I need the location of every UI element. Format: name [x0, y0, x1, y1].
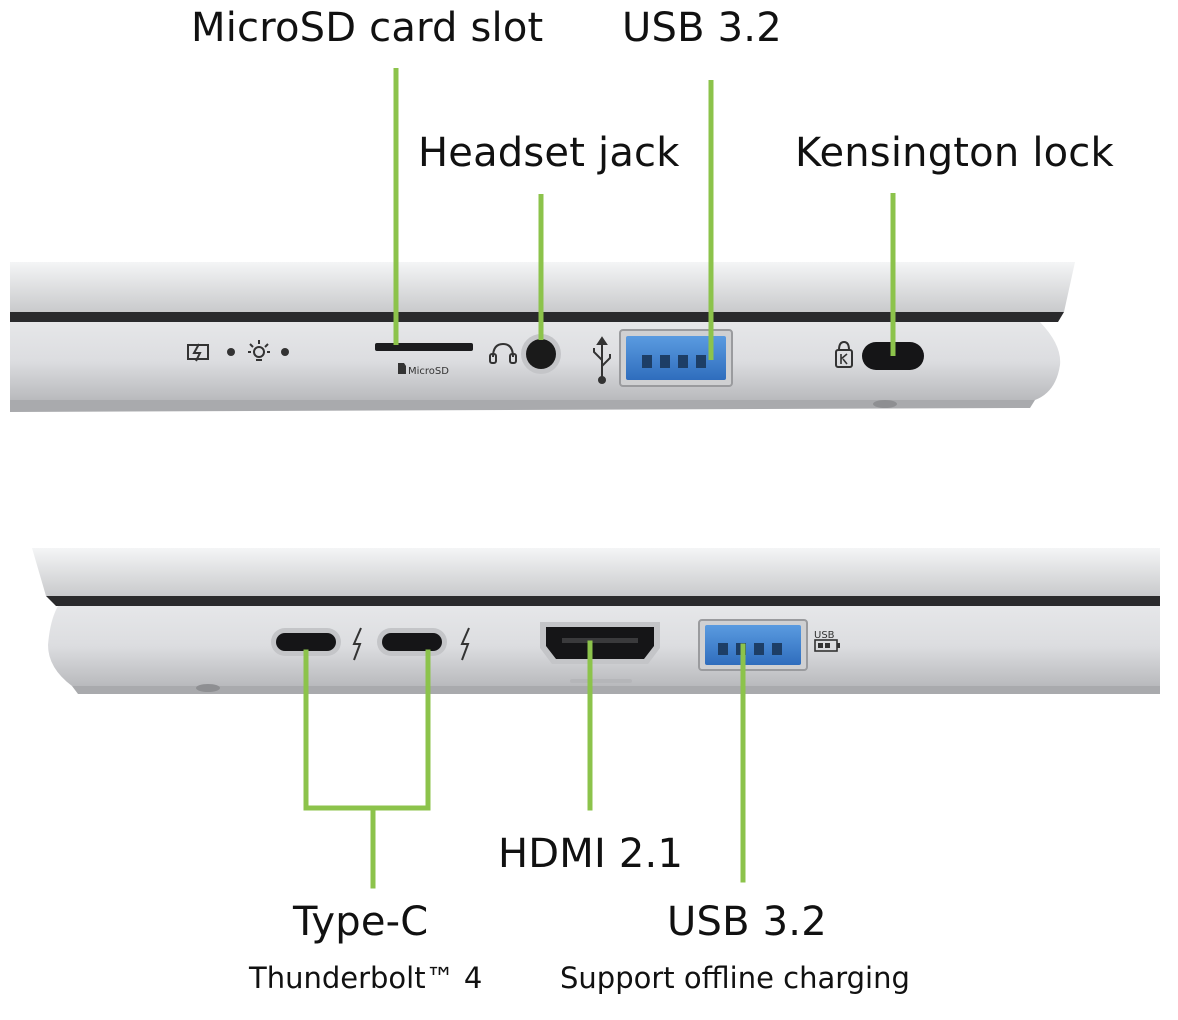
label-support-offline-charging: Support offline charging: [560, 961, 910, 995]
label-type-c: Type-C: [293, 899, 429, 945]
thunderbolt-icon-1: [352, 627, 362, 661]
label-microsd-card-slot: MicroSD card slot: [191, 5, 544, 51]
top-callout-lines: [393, 68, 896, 360]
lid-seam: [10, 312, 1064, 322]
headset-jack: [526, 339, 556, 369]
lid-seam-left: [46, 596, 1160, 606]
base-shadow: [10, 400, 1035, 412]
bottom-callout-lines: [303, 640, 746, 889]
power-light-icon: [248, 340, 270, 361]
battery-led: [227, 348, 235, 356]
usb-symbol-icon: [593, 336, 611, 384]
microsd-slot: [375, 343, 473, 351]
usb-contacts: [642, 355, 706, 368]
hdmi-contacts: [562, 638, 638, 643]
lid-left: [32, 548, 1160, 596]
label-hdmi-2-1: HDMI 2.1: [498, 831, 684, 877]
laptop-left-side: USB: [32, 548, 1160, 694]
battery-indicator-icon: [187, 343, 209, 362]
callout-typec-bracket: [303, 649, 431, 811]
usb-charging-icon: USB: [814, 630, 840, 652]
sd-card-icon: [398, 363, 406, 374]
rubber-foot-left: [196, 684, 220, 692]
label-headset-jack: Headset jack: [418, 130, 680, 176]
power-led: [281, 348, 289, 356]
label-usb-3-2-top: USB 3.2: [622, 5, 782, 51]
usb-a-port-top: [626, 336, 726, 380]
headset-icon: [489, 342, 517, 364]
label-kensington-lock: Kensington lock: [795, 130, 1114, 176]
label-usb-3-2-bottom: USB 3.2: [667, 899, 827, 945]
thunderbolt-icon-2: [460, 627, 470, 661]
microsd-engraving: MicroSD: [408, 366, 449, 377]
base-shadow-left: [72, 686, 1160, 694]
laptop-right-side: MicroSD: [10, 262, 1075, 412]
label-thunderbolt-4: Thunderbolt™ 4: [249, 961, 483, 995]
kensington-icon: [835, 340, 853, 368]
hdmi-logo-engraving: [570, 679, 632, 683]
typec-port-1: [276, 633, 336, 651]
typec-port-2: [382, 633, 442, 651]
rubber-foot: [873, 400, 897, 408]
usb-charging-engraving: USB: [814, 630, 835, 641]
